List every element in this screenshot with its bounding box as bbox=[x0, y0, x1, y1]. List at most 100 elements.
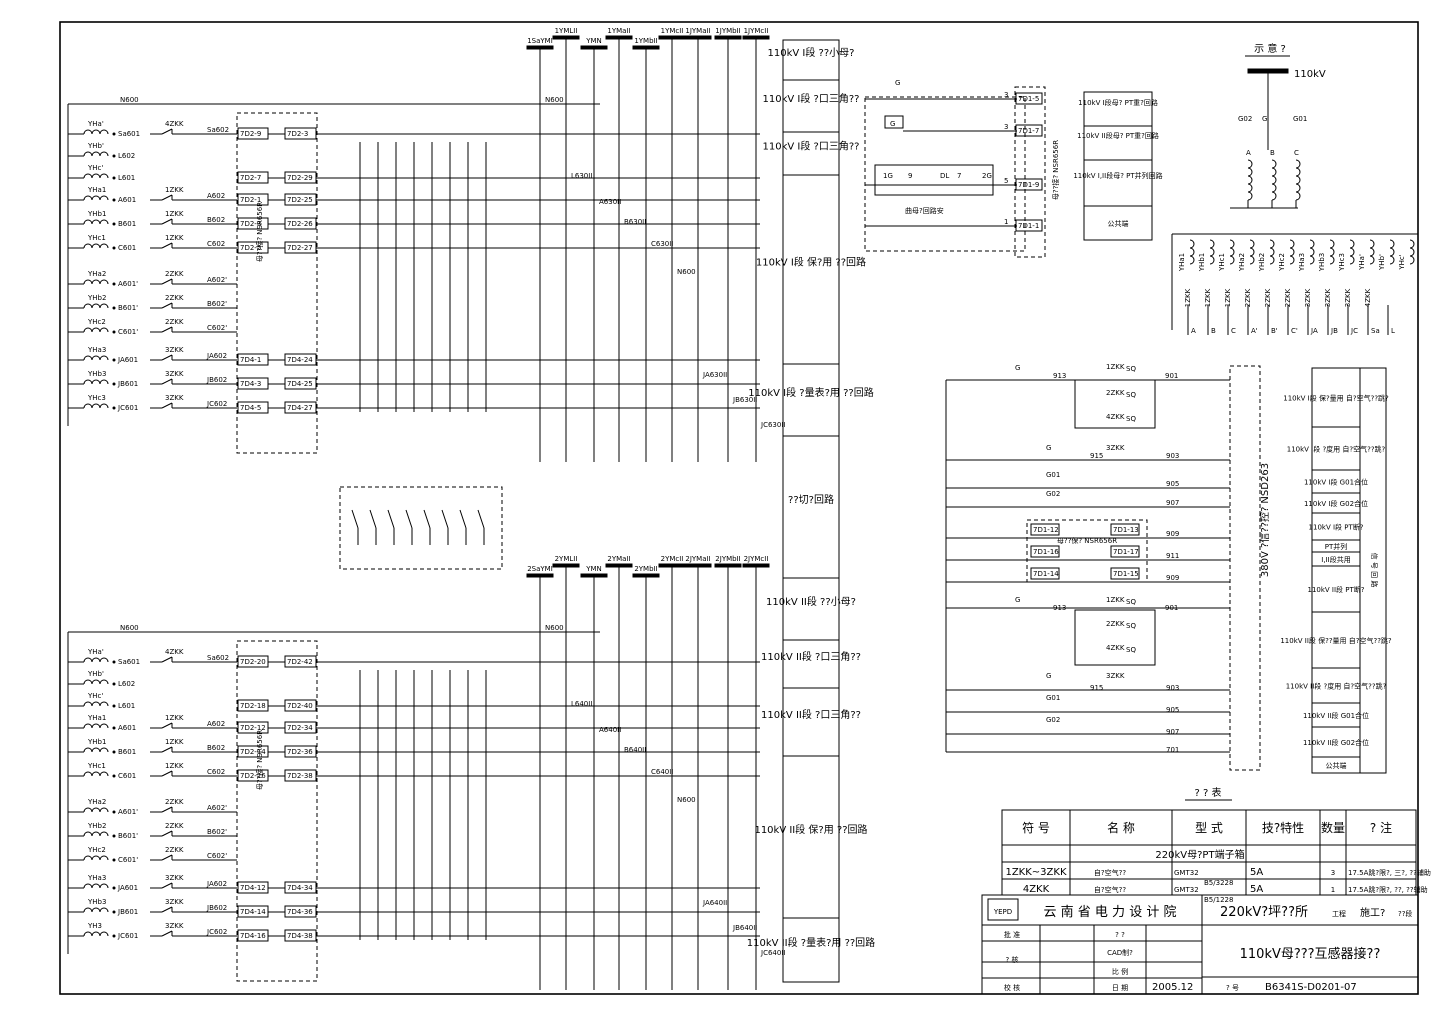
bus-label: 2SaYMI bbox=[527, 565, 553, 573]
voltage-label: 110kV bbox=[1294, 69, 1326, 80]
polarity-dot-icon bbox=[112, 154, 116, 158]
wire-label: B602 bbox=[207, 744, 225, 752]
terminal-label: 7D4-12 bbox=[240, 884, 266, 892]
wire-label: 915 bbox=[1090, 452, 1103, 460]
schematic-title: 示 意 ? bbox=[1254, 42, 1286, 55]
coil-label: YHa2 bbox=[1238, 253, 1246, 272]
aux-contact-group bbox=[1074, 379, 1156, 429]
bus-bar-icon bbox=[742, 563, 770, 568]
bus-bar-icon bbox=[605, 35, 633, 40]
bus-label: 1JYMbII bbox=[715, 27, 740, 35]
table-header: 数量 bbox=[1321, 820, 1345, 835]
polarity-dot-icon bbox=[112, 176, 116, 180]
terminal-label: 7D2-29 bbox=[287, 174, 313, 182]
wire-tag: B640II bbox=[624, 746, 646, 754]
breaker-label: 3ZKK bbox=[165, 898, 184, 906]
wire-label: C602 bbox=[207, 768, 225, 776]
coil-label: YHa1 bbox=[1178, 253, 1186, 272]
coil-icon bbox=[1247, 159, 1253, 201]
wire-tag: JB630II bbox=[732, 396, 757, 404]
polarity-dot-icon bbox=[112, 810, 116, 814]
terminal-label: 7D1-13 bbox=[1113, 526, 1139, 534]
bus-bar-icon bbox=[605, 563, 633, 568]
coil-icon bbox=[83, 151, 109, 157]
wire-label: JA601 bbox=[117, 884, 138, 892]
switch-contact-icon bbox=[161, 302, 173, 309]
wire-label: JA601 bbox=[117, 356, 138, 364]
wire-label: 903 bbox=[1166, 452, 1179, 460]
table-cell: 17.5A跳?限?, ??, ??辅助 bbox=[1348, 885, 1428, 894]
wire-tag: B630II bbox=[624, 218, 646, 226]
breaker-label: 1ZKK bbox=[165, 762, 184, 770]
wire-label: 909 bbox=[1166, 574, 1179, 582]
bus-bar-icon bbox=[580, 45, 608, 50]
table-cell: 1 bbox=[1331, 886, 1335, 894]
breaker-label: 4ZKK bbox=[165, 120, 184, 128]
phase-terminal-label: Sa bbox=[1371, 327, 1380, 335]
signal-label: 3ZKK bbox=[1106, 672, 1125, 680]
sign-label: 日 期 bbox=[1112, 984, 1128, 992]
contact-label: G bbox=[1015, 364, 1020, 372]
phase-terminal-label: L bbox=[1391, 327, 1395, 335]
phase-terminal-label: C' bbox=[1291, 327, 1298, 335]
polarity-dot-icon bbox=[112, 198, 116, 202]
bus-label: 1SaYMI bbox=[527, 37, 553, 45]
terminal-label: 7D2-25 bbox=[287, 196, 313, 204]
signal-label: G bbox=[1015, 596, 1020, 604]
phase-label: A bbox=[1246, 149, 1251, 157]
contact-label: 9 bbox=[908, 172, 912, 180]
company-logo: YEPD bbox=[993, 908, 1012, 916]
wire-label: JB602 bbox=[206, 904, 227, 912]
isolator-label: G02 bbox=[1238, 115, 1252, 123]
terminal-label: 7D1-16 bbox=[1033, 548, 1059, 556]
polarity-dot-icon bbox=[112, 282, 116, 286]
wire-label: JB602 bbox=[206, 376, 227, 384]
legend-frame bbox=[1083, 91, 1153, 241]
bus-bar-icon bbox=[658, 35, 686, 40]
coil-label: YHa' bbox=[1358, 254, 1366, 271]
wire-tag: N600 bbox=[677, 796, 696, 804]
coil-label: YHb1 bbox=[1198, 253, 1206, 272]
project-name: 220kV?坪??所 bbox=[1220, 905, 1308, 920]
wire-label: B601 bbox=[118, 748, 136, 756]
bus-bar-icon bbox=[526, 45, 554, 50]
bus-bar-icon bbox=[742, 35, 770, 40]
terminal-label: 7D4-14 bbox=[240, 908, 266, 916]
function-label: 110kV I段 ?口三角?? bbox=[763, 92, 860, 105]
function-label: 110kV II段 ?口三角?? bbox=[761, 650, 861, 663]
phase-terminal-label: A' bbox=[1251, 327, 1258, 335]
signal-label: 905 bbox=[1166, 706, 1179, 714]
vt-coil-label: YHb3 bbox=[87, 898, 106, 906]
title-frame bbox=[981, 894, 1419, 995]
relay-contact-icon bbox=[369, 509, 377, 529]
switch-contact-icon bbox=[161, 830, 173, 837]
coil-label: YHb2 bbox=[1258, 253, 1266, 272]
switch-contact-icon bbox=[161, 194, 173, 201]
coil-icon bbox=[83, 883, 109, 889]
coil-label: YHc3 bbox=[1338, 253, 1346, 272]
terminal bbox=[1015, 178, 1043, 191]
terminal bbox=[1110, 567, 1140, 580]
bus-label: 2YMLII bbox=[555, 555, 578, 563]
legend-item: 公共端 bbox=[1108, 219, 1129, 228]
terminal-label: 7D2-16 bbox=[240, 772, 266, 780]
switch-contact-icon bbox=[161, 218, 173, 225]
coil-label: YHb' bbox=[1378, 254, 1386, 271]
coil-icon bbox=[83, 723, 109, 729]
bus-label: 1YMbII bbox=[634, 37, 657, 45]
breaker-label: 1ZKK bbox=[165, 186, 184, 194]
terminal-label: 7D2-40 bbox=[287, 702, 313, 710]
terminal-label: 7D1-14 bbox=[1033, 570, 1059, 578]
project-tag: 工程 bbox=[1332, 909, 1346, 918]
phase-terminal-label: JC bbox=[1350, 327, 1358, 335]
terminal-label: 7D1-1 bbox=[1018, 222, 1039, 230]
coil-label: YHc1 bbox=[1218, 253, 1226, 272]
wire-label: L602 bbox=[118, 680, 135, 688]
breaker-label: 2ZKK bbox=[165, 270, 184, 278]
coil-icon bbox=[1409, 239, 1415, 265]
terminal bbox=[1030, 523, 1060, 536]
switch-contact-icon bbox=[161, 746, 173, 753]
terminal-label: 7D4-3 bbox=[240, 380, 261, 388]
wire-tag: C630II bbox=[651, 240, 673, 248]
legend-item: I,II段共用 bbox=[1321, 555, 1350, 564]
